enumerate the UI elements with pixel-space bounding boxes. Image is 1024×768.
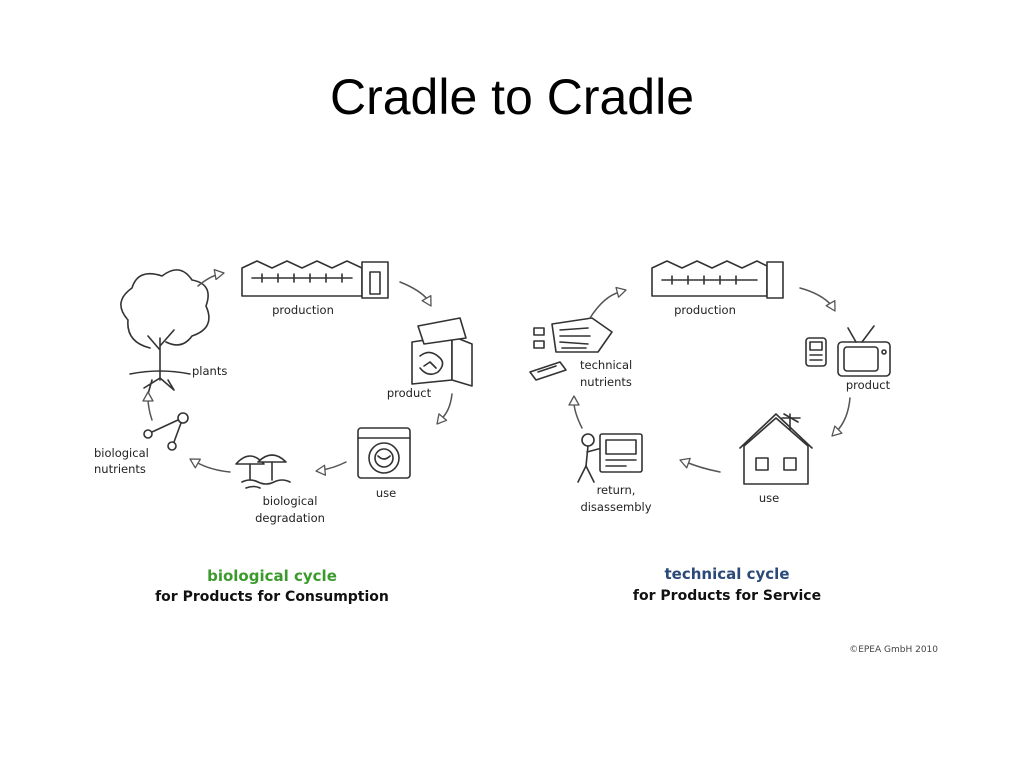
tv-icon [805, 325, 891, 377]
bio-use-label: use [376, 486, 396, 500]
molecule-icon [143, 412, 189, 451]
factory-icon [651, 260, 784, 299]
slide-title: Cradle to Cradle [329, 69, 695, 125]
tech-return-label-2: disassembly [580, 500, 651, 514]
bio-caption-title: biological cycle [207, 567, 337, 585]
materials-icon [529, 317, 613, 381]
factory-icon [241, 260, 389, 299]
tech-nutrients-label-2: nutrients [580, 375, 632, 389]
tech-product-label: product [846, 378, 891, 392]
tree-icon [120, 269, 210, 395]
bio-caption-subtitle: for Products for Consumption [155, 589, 389, 605]
house-icon [739, 413, 813, 485]
bio-product-label: product [387, 386, 432, 400]
disassembly-icon [577, 433, 643, 483]
bio-production-label: production [272, 303, 334, 317]
tech-caption-title: technical cycle [665, 565, 790, 583]
bio-degradation-label-1: biological [263, 494, 318, 508]
tech-nutrients-label-1: technical [580, 358, 632, 372]
bio-nutrients-label-2: nutrients [94, 462, 146, 476]
mushroom-icon [235, 454, 291, 489]
tech-use-label: use [759, 491, 779, 505]
washing-machine-icon [357, 427, 411, 479]
tech-cycle-arrows [568, 284, 851, 473]
biological-cycle: production product use biolo [94, 260, 473, 605]
bio-plants-label: plants [192, 364, 227, 378]
bio-cycle-arrows [142, 267, 453, 477]
box-icon [411, 317, 473, 387]
bio-degradation-label-2: degradation [255, 511, 325, 525]
tech-return-label-1: return, [597, 483, 636, 497]
technical-cycle: production product use [529, 260, 891, 604]
tech-caption-subtitle: for Products for Service [633, 588, 821, 604]
bio-nutrients-label-1: biological [94, 446, 149, 460]
copyright-notice: ©EPEA GmbH 2010 [849, 645, 938, 655]
tech-production-label: production [674, 303, 736, 317]
